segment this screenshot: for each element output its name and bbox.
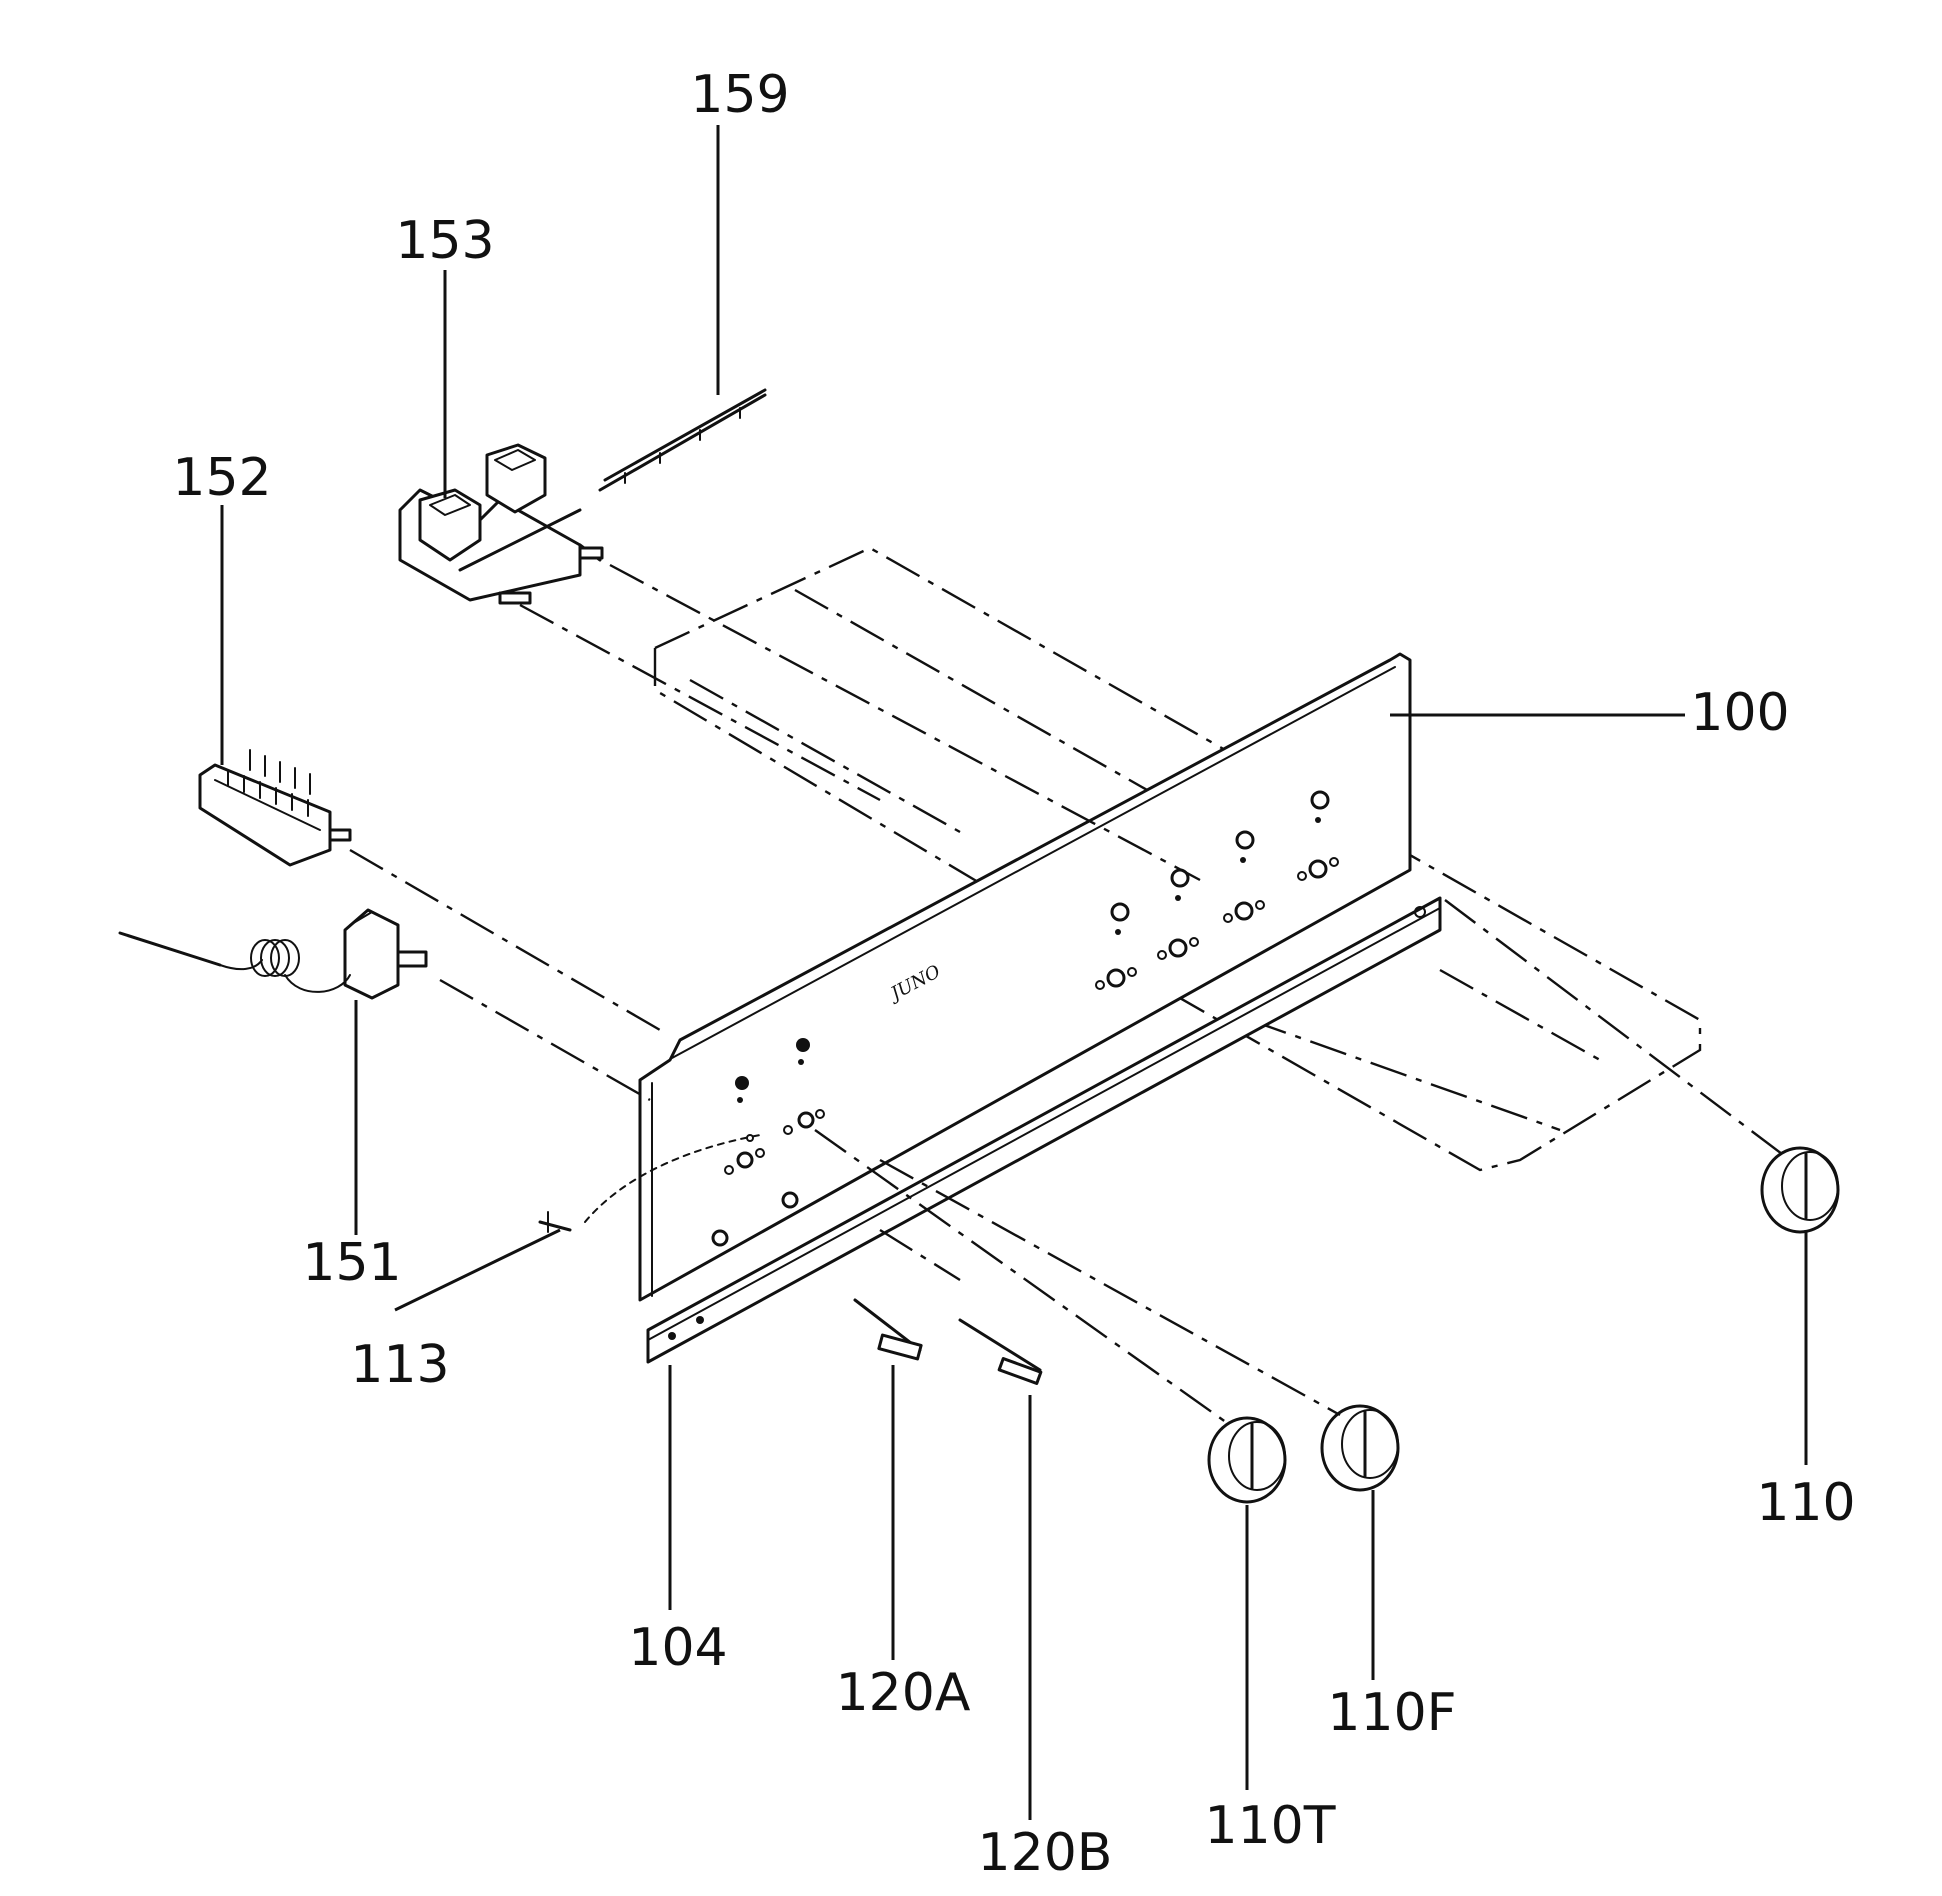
- tray-outline: [653, 546, 1702, 1172]
- switch-block-153: [398, 443, 604, 605]
- callout-152: 152: [172, 448, 271, 508]
- callout-labels: 159 153 152 100 151 113 110 104 120A 120…: [172, 65, 1855, 1883]
- rod-159: [598, 388, 767, 492]
- callout-113: 113: [350, 1335, 449, 1395]
- callout-110: 110: [1756, 1473, 1855, 1533]
- knob-110F: [1320, 1404, 1400, 1492]
- panel-holes-right: [1095, 790, 1339, 990]
- assembly-axes: [349, 563, 1791, 1426]
- control-panel-100: JUNO: [638, 652, 1412, 1302]
- callout-110F: 110F: [1327, 1683, 1456, 1743]
- knob-110T: [1207, 1416, 1287, 1504]
- callout-151: 151: [302, 1233, 401, 1293]
- screw-113: [538, 1134, 761, 1233]
- knob-110: [1760, 1146, 1840, 1234]
- callout-159: 159: [690, 65, 789, 125]
- spindle-120B: [958, 1318, 1043, 1385]
- selector-switch-152: [198, 749, 352, 867]
- spindle-120A: [853, 1298, 923, 1361]
- callout-153: 153: [395, 211, 494, 271]
- callout-104: 104: [628, 1618, 727, 1678]
- thermostat-151: [118, 908, 428, 1000]
- callout-120B: 120B: [978, 1823, 1113, 1883]
- panel-holes-left: [711, 1038, 825, 1247]
- callout-120A: 120A: [836, 1663, 971, 1723]
- leader-lines: [220, 125, 1808, 1820]
- callout-110T: 110T: [1204, 1796, 1335, 1856]
- callout-100: 100: [1690, 683, 1789, 743]
- trim-strip-104: [646, 896, 1442, 1364]
